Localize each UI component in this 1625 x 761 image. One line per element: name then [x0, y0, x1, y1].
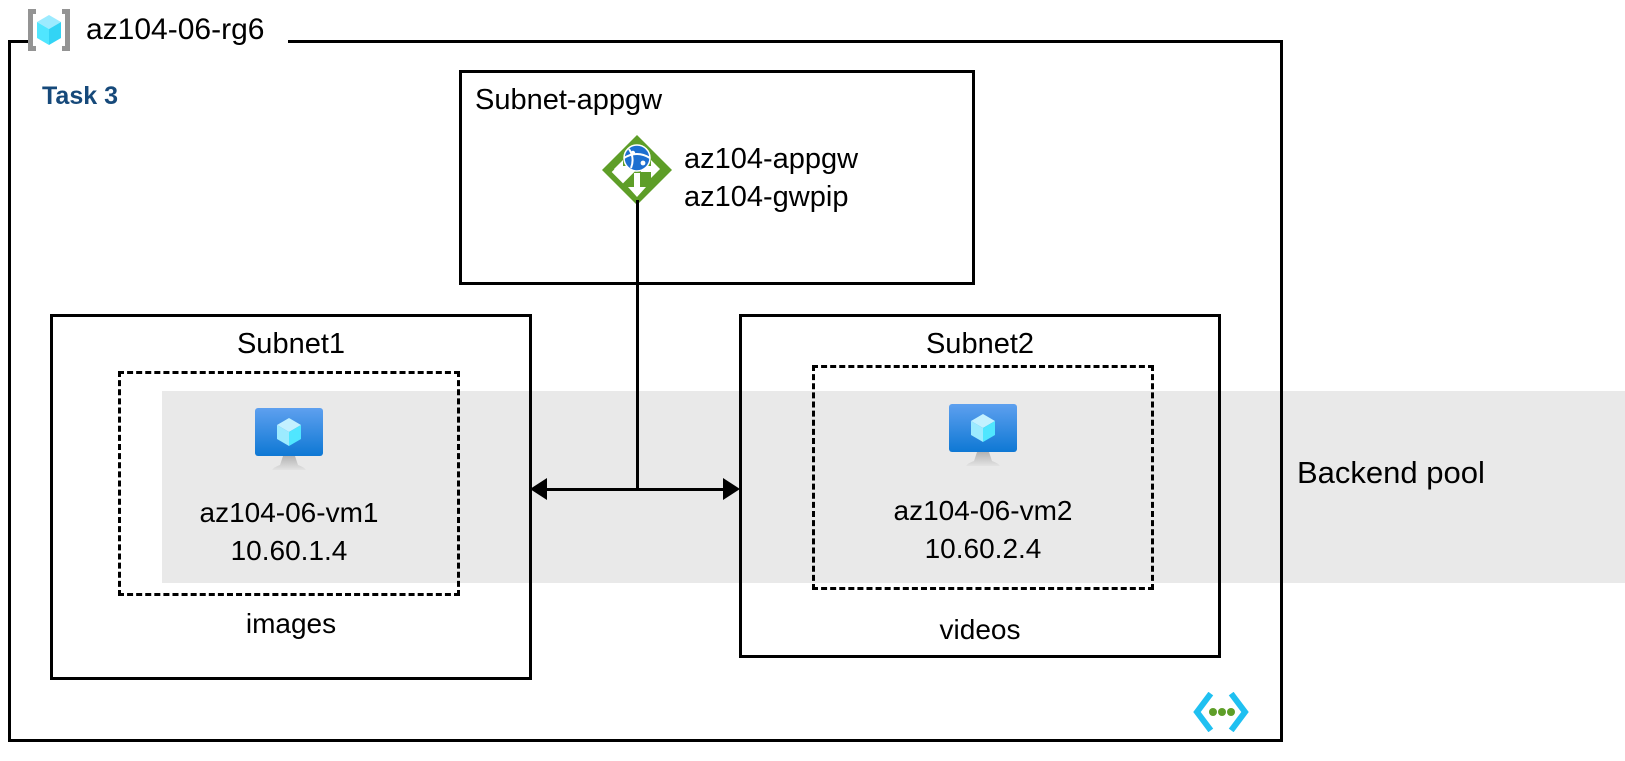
resource-group-name: az104-06-rg6: [86, 13, 265, 46]
subnet2-vm-ip: 10.60.2.4: [924, 533, 1042, 564]
gwpip-name: az104-gwpip: [684, 181, 849, 213]
resource-group-border-right: [1280, 40, 1283, 742]
virtual-machine-icon: [947, 403, 1019, 467]
subnet1-title: Subnet1: [236, 328, 346, 360]
resource-group-border-bottom: [8, 739, 1283, 742]
backend-pool-band: [162, 391, 1625, 583]
appgw-to-subnets-connector: [636, 200, 639, 490]
subnet1-vm-name: az104-06-vm1: [199, 497, 379, 528]
subnet1-vm-labels: az104-06-vm1 10.60.1.4: [118, 494, 460, 570]
subnet2-box: [739, 314, 1221, 658]
subnet2-title: Subnet2: [925, 328, 1035, 360]
connector-arrow-right: [723, 478, 740, 500]
subnet1-subnet2-connector: [534, 488, 734, 491]
subnet2-vm-labels: az104-06-vm2 10.60.2.4: [812, 492, 1154, 568]
virtual-machine-icon: [253, 407, 325, 471]
appgw-name: az104-appgw: [684, 143, 859, 175]
subnet1-vm-ip: 10.60.1.4: [230, 535, 348, 566]
subnet2-vm-name: az104-06-vm2: [893, 495, 1073, 526]
subnet-appgw-box: [459, 70, 975, 285]
backend-pool-label: Backend pool: [1297, 455, 1485, 490]
application-gateway-icon: [600, 133, 674, 207]
task-label: Task 3: [42, 82, 118, 110]
resource-group-border-top-main: [288, 40, 1283, 43]
code-brackets-icon: [1193, 691, 1249, 733]
appgw-resource-labels: az104-appgw az104-gwpip: [684, 140, 858, 216]
subnet-appgw-title: Subnet-appgw: [475, 84, 663, 116]
subnet2-vm-group: [812, 365, 1154, 590]
resource-group-cube-icon: [22, 6, 76, 54]
subnet1-footer: images: [245, 608, 337, 639]
subnet1-box: [50, 314, 532, 680]
connector-arrow-left: [530, 478, 547, 500]
subnet2-footer: videos: [939, 614, 1021, 645]
resource-group-border-left: [8, 40, 11, 742]
resource-group-border-top-stub: [8, 40, 30, 43]
subnet1-vm-group: [118, 371, 460, 596]
